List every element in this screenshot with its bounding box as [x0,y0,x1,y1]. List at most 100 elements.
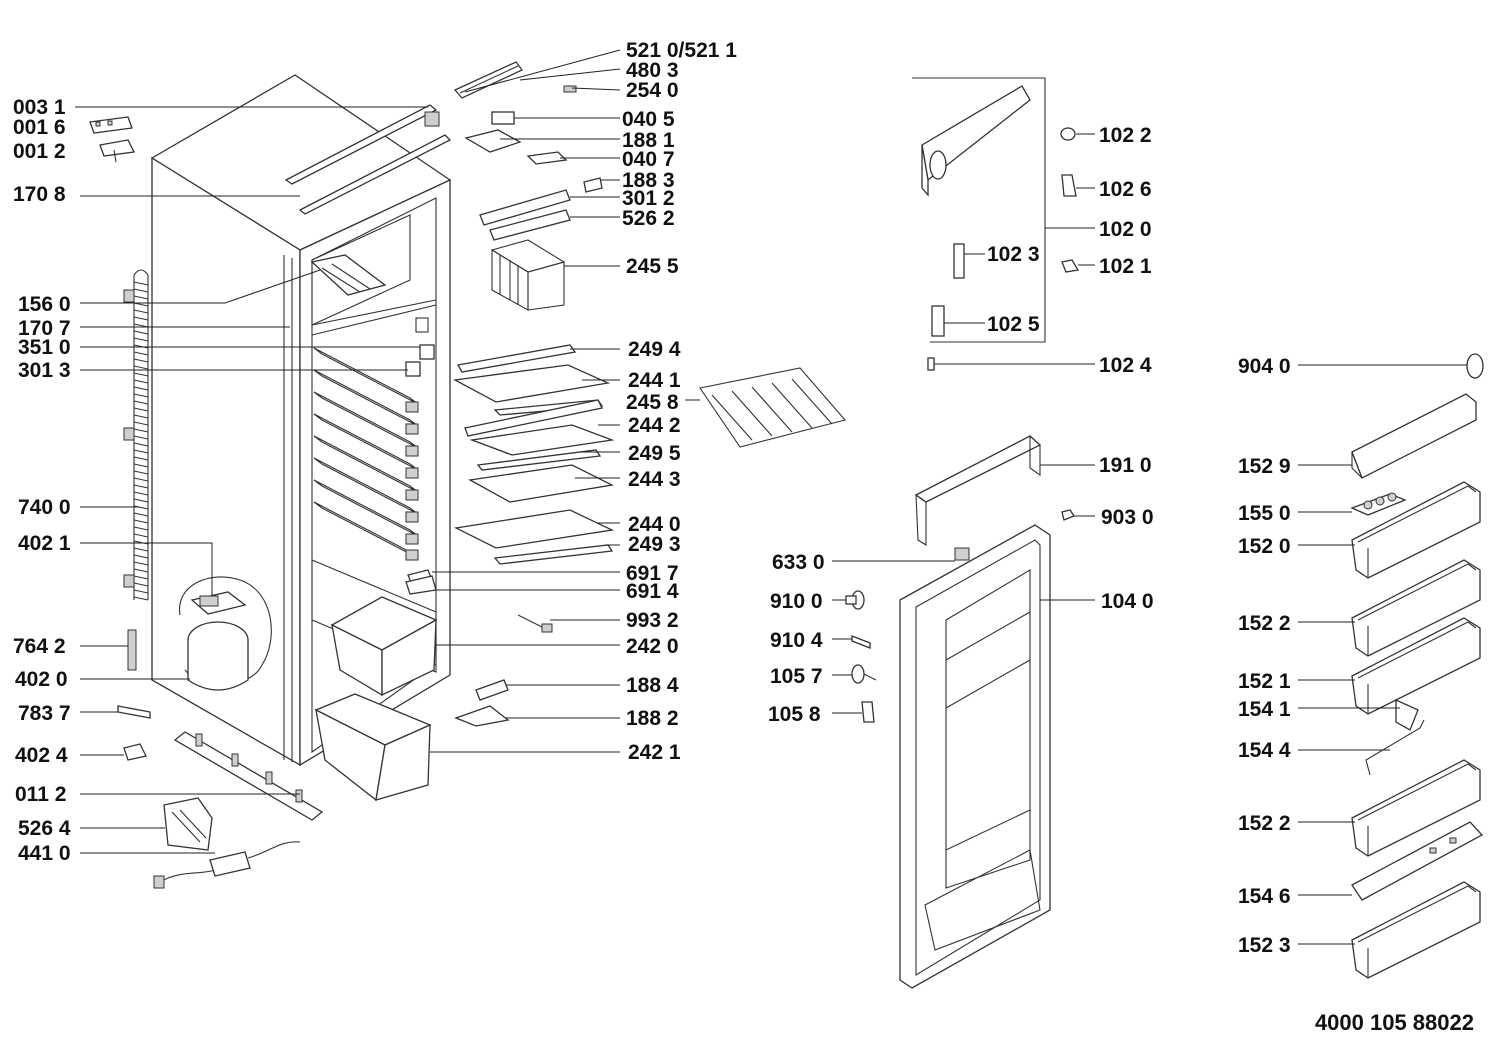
label-0407: 040 7 [622,148,675,171]
label-4020: 402 0 [15,668,68,691]
label-4021: 402 1 [18,532,71,555]
freezer-door-1020 [912,77,1095,343]
hinge-pin-9100 [845,590,865,610]
label-5262: 526 2 [622,207,675,230]
label-1523: 152 3 [1238,934,1291,957]
label-3013: 301 3 [18,359,71,382]
evaporator-shelves [313,347,419,561]
part-1882 [454,705,510,727]
label-2442: 244 2 [628,414,681,437]
door-gasket-1910 [914,434,1042,546]
label-1541: 154 1 [1238,698,1291,721]
label-6330: 633 0 [772,551,825,574]
label-9040: 904 0 [1238,355,1291,378]
crisper-2420 [330,596,438,697]
leader-lines [75,49,1467,945]
part-0405 [491,111,515,125]
label-2493: 249 3 [628,533,681,556]
label-9100: 910 0 [770,590,823,613]
label-5210-5211: 521 0/521 1 [626,39,737,62]
label-0112: 011 2 [15,783,66,806]
hinge-0012 [99,139,135,163]
label-1546: 154 6 [1238,885,1291,908]
bin-1520 [1351,481,1481,579]
bin-1522a [1351,559,1481,657]
label-1707: 170 7 [18,317,71,340]
label-1560: 156 0 [18,293,71,316]
compressor-4020 [179,576,272,691]
label-2443: 244 3 [628,468,681,491]
label-1023: 102 3 [987,243,1040,266]
label-2495: 249 5 [628,442,681,465]
door-1040 [899,524,1051,989]
part-labels: 521 0/521 1 480 3 254 0 003 1 001 6 001 … [13,39,1291,957]
label-1040: 104 0 [1101,590,1154,613]
label-1522b: 152 2 [1238,812,1291,835]
label-1520: 152 0 [1238,535,1291,558]
wire-shelf-2458 [699,367,846,448]
label-1884: 188 4 [626,674,679,697]
bin-1523 [1351,881,1481,979]
label-4410: 441 0 [18,842,71,865]
label-1022: 102 2 [1099,124,1152,147]
label-3510: 351 0 [18,336,71,359]
crisper-2421 [314,693,432,802]
label-6914: 691 4 [626,580,679,603]
label-9932: 993 2 [626,609,679,632]
part-1881 [464,129,522,153]
power-cord-4410 [153,841,301,889]
label-2458: 245 8 [626,391,679,414]
label-0012: 001 2 [13,140,66,163]
part-5262 [489,209,571,241]
label-4803: 480 3 [626,59,679,82]
top-trim-0031 [284,104,438,185]
label-2540: 254 0 [626,79,679,102]
label-0405: 040 5 [622,108,675,131]
bracket-0112 [173,731,324,821]
egg-tray-1550 [1350,492,1407,516]
label-1020: 102 0 [1099,218,1152,241]
label-1883: 188 3 [622,169,675,192]
label-6917: 691 7 [626,562,679,585]
label-0016: 001 6 [13,116,66,139]
part-1024 [927,357,935,371]
label-1521: 152 1 [1238,670,1291,693]
part-1544 [1365,719,1425,776]
part-1026 [1061,174,1077,197]
part-1021 [1061,259,1080,273]
part-1884 [475,679,509,701]
label-1058: 105 8 [768,703,821,726]
label-1529: 152 9 [1238,455,1291,478]
part-9030 [1061,509,1075,521]
part-3012 [479,189,571,226]
label-1550: 155 0 [1238,502,1291,525]
label-3012: 301 2 [622,187,675,210]
bin-1521 [1351,617,1481,715]
label-7642: 764 2 [13,635,66,658]
label-0031: 003 1 [13,96,66,119]
dairy-lid-1529 [1351,393,1477,479]
part-9040 [1466,353,1484,379]
label-1021: 102 1 [1099,255,1152,278]
tube-7837 [117,705,151,719]
bin-1522b [1351,759,1481,857]
label-7400: 740 0 [18,496,71,519]
part-1025 [931,305,945,337]
label-1708: 170 8 [13,183,66,206]
part-0407 [526,151,568,165]
filter-drier [127,629,137,671]
relay-5264 [163,797,213,851]
hinge-0016 [89,116,133,134]
label-1522a: 152 2 [1238,612,1291,635]
part-1023 [953,243,965,279]
document-number: 4000 105 88022 [1314,1010,1474,1035]
condenser-7400 [123,269,149,601]
part-1022 [1060,127,1076,141]
freezer-basket-2455 [490,239,566,311]
part-1058 [861,701,875,723]
label-9030: 903 0 [1101,506,1154,529]
label-1024: 102 4 [1099,354,1152,377]
clip-4024 [123,743,147,761]
glass-shelves [452,344,615,565]
